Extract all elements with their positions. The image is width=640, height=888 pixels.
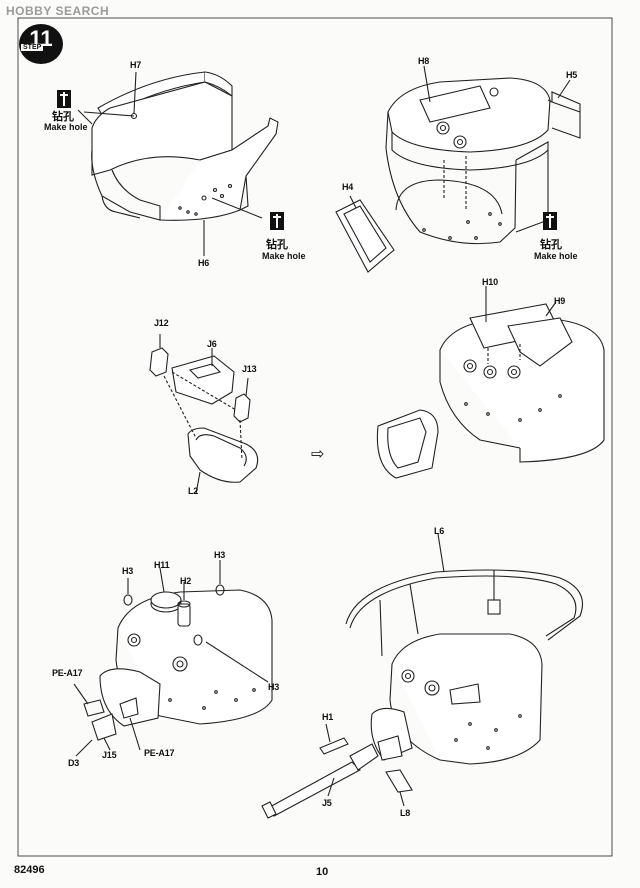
part-label-h3: H3 xyxy=(268,682,280,692)
drill-note-en: Make hole xyxy=(534,251,578,261)
kit-number: 82496 xyxy=(14,864,45,876)
part-label-pe-a17: PE-A17 xyxy=(52,668,83,678)
part-label-h3: H3 xyxy=(214,550,226,560)
part-label-l2: L2 xyxy=(188,486,199,496)
step-word: STEP xyxy=(21,44,44,51)
watermark: HOBBY SEARCH xyxy=(6,4,110,18)
part-label-h11: H11 xyxy=(154,560,170,570)
part-label-h2: H2 xyxy=(180,576,192,586)
page-number: 10 xyxy=(316,866,329,878)
drill-icon xyxy=(270,212,284,230)
drill-note-cn: 钻孔 xyxy=(540,239,562,251)
part-label-pe-a17: PE-A17 xyxy=(144,748,175,758)
part-label-h7: H7 xyxy=(130,60,142,70)
part-label-j13: J13 xyxy=(242,364,257,374)
part-label-h4: H4 xyxy=(342,182,354,192)
part-label-j12: J12 xyxy=(154,318,169,328)
part-label-h8: H8 xyxy=(418,56,430,66)
turret-body-assembly xyxy=(335,65,581,273)
mantlet-subassembly xyxy=(149,334,259,495)
part-label-h9: H9 xyxy=(554,296,566,306)
part-label-l6: L6 xyxy=(434,526,445,536)
part-label-h5: H5 xyxy=(566,70,578,80)
part-label-h6: H6 xyxy=(198,258,210,268)
turret-fittings-assembly xyxy=(73,560,273,757)
next-step-arrow: ⇨ xyxy=(311,446,325,463)
part-label-j15: J15 xyxy=(102,750,117,760)
part-label-l8: L8 xyxy=(400,808,411,818)
turret-roof-assembly xyxy=(376,286,605,479)
drill-icon xyxy=(57,90,71,108)
part-label-h3: H3 xyxy=(122,566,134,576)
drill-note-en: Make hole xyxy=(44,122,88,132)
turret-wall-assembly xyxy=(77,71,279,256)
drill-note-cn: 钻孔 xyxy=(266,239,288,251)
part-label-d3: D3 xyxy=(68,758,80,768)
turret-rail-gun-assembly xyxy=(261,533,584,819)
part-label-h1: H1 xyxy=(322,712,334,722)
drill-note-en: Make hole xyxy=(262,251,306,261)
part-label-j6: J6 xyxy=(207,339,217,349)
part-label-j5: J5 xyxy=(322,798,332,808)
part-label-h10: H10 xyxy=(482,277,498,287)
page-border xyxy=(17,17,613,857)
drill-icon xyxy=(543,212,557,230)
drill-note-cn: 钻孔 xyxy=(52,111,74,123)
